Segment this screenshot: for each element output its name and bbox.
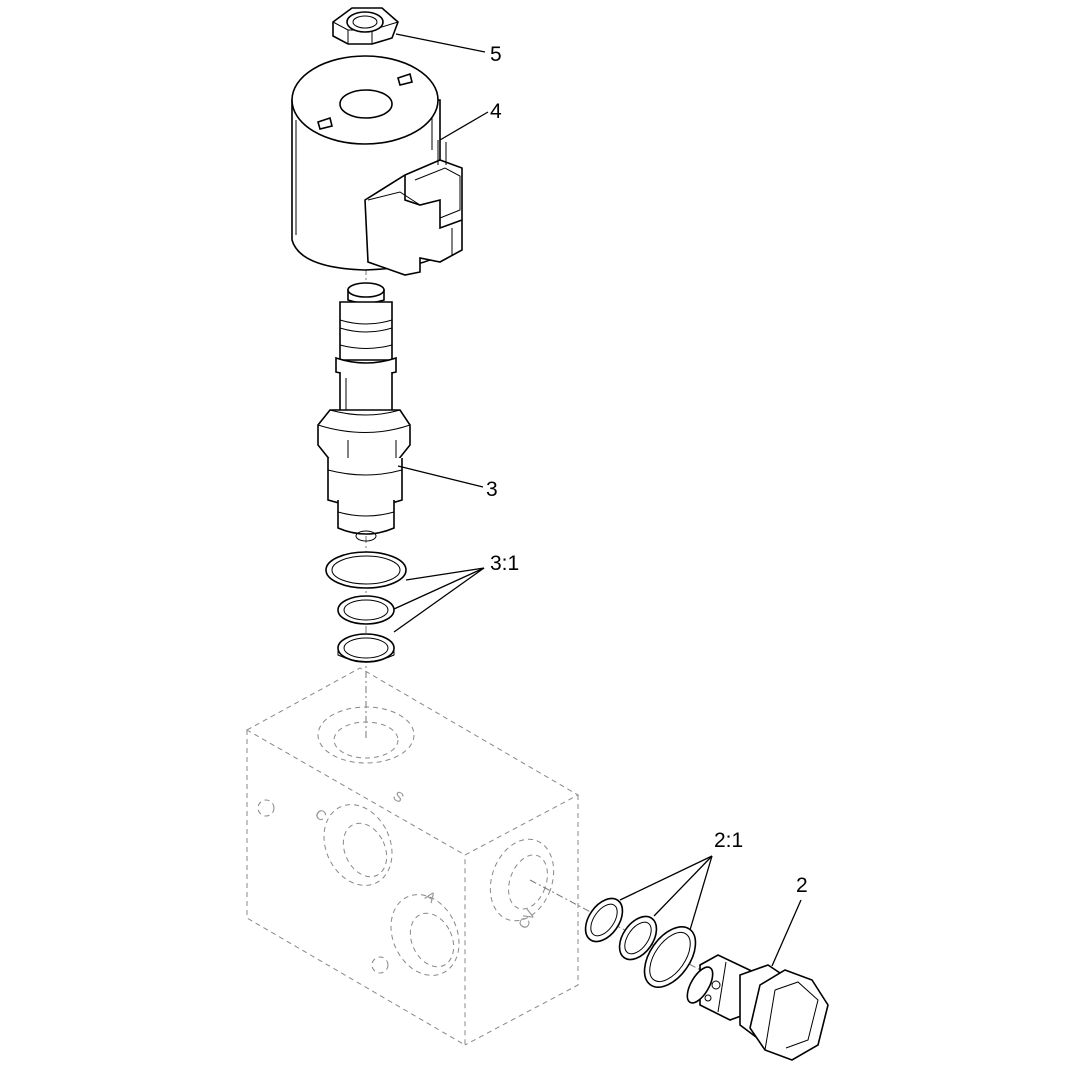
port-mark-top: S [390, 787, 407, 805]
part-2-1-o-rings [584, 897, 697, 988]
part-2-check-valve [686, 954, 829, 1061]
part-3-cartridge-valve [317, 282, 411, 542]
part-4-solenoid-coil [291, 55, 463, 276]
part-5-hex-nut [332, 7, 399, 45]
manifold-block: S C A CV [245, 667, 580, 1046]
callout-3-1: 3:1 [490, 552, 519, 575]
callout-2-1: 2:1 [714, 829, 743, 852]
callout-labels: 5 4 3 3:1 2:1 2 [486, 43, 808, 897]
callout-2: 2 [796, 874, 808, 897]
callout-5: 5 [490, 43, 502, 66]
callout-3: 3 [486, 478, 498, 501]
callout-4: 4 [490, 100, 502, 123]
port-mark-right-face: CV [515, 906, 539, 931]
port-mark-front-a: A [422, 887, 439, 906]
callout-leaders [393, 33, 802, 967]
part-3-1-o-rings [325, 551, 407, 663]
